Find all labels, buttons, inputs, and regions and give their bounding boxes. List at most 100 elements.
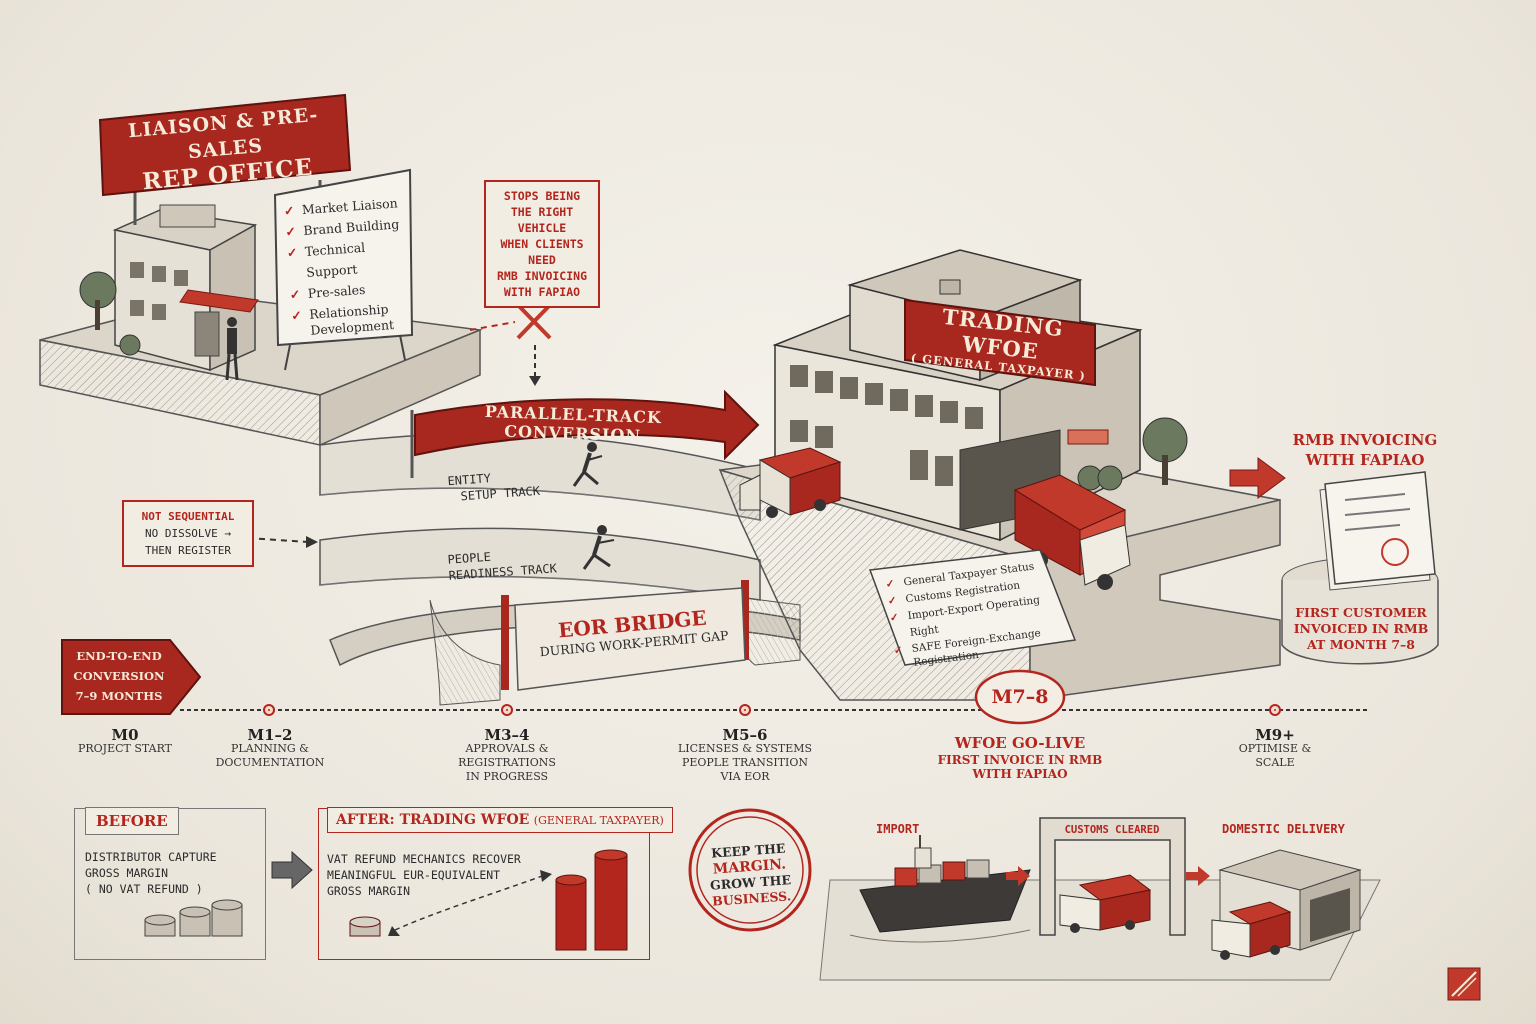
not-sequential-title: NOT SEQUENTIAL xyxy=(141,510,235,523)
stop-note-line: WITH FAPIAO xyxy=(503,285,581,299)
milestone-desc: DOCUMENTATION xyxy=(215,756,325,769)
milestone-desc: REGISTRATIONS xyxy=(458,756,556,769)
milestone-code: M9+ xyxy=(1255,726,1295,744)
not-sequential-arrowhead xyxy=(306,536,318,548)
before-line: ( NO VAT REFUND ) xyxy=(85,882,203,896)
stop-x-icon xyxy=(516,303,552,340)
milestone-code: M1–2 xyxy=(247,726,293,744)
milestone-desc: PLANNING & xyxy=(231,742,309,755)
after-curve-arrowhead-left xyxy=(388,926,400,936)
milestone-code: M5–6 xyxy=(722,726,768,744)
milestone-desc: APPROVALS & xyxy=(465,742,549,755)
milestone-desc: LICENSES & SYSTEMS xyxy=(677,742,813,755)
milestone-desc: PROJECT START xyxy=(77,742,173,755)
duration-tag-line: CONVERSION xyxy=(73,669,165,683)
stop-note-line: WHEN CLIENTS NEED xyxy=(500,237,584,267)
first-customer-line: FIRST CUSTOMER xyxy=(1295,605,1427,620)
invoice-document-icon xyxy=(1319,471,1436,591)
before-text: DISTRIBUTOR CAPTURE GROSS MARGIN ( NO VA… xyxy=(85,849,217,897)
after-line: VAT REFUND MECHANICS RECOVER xyxy=(327,852,521,866)
runner-figure-bottom xyxy=(582,525,615,570)
margin-stamp-ring xyxy=(688,808,812,932)
milestone-desc: IN PROGRESS xyxy=(465,770,549,783)
rmb-invoicing-title: RMB INVOICING WITH FAPIAO xyxy=(1290,430,1440,470)
cargo-ship-icon xyxy=(849,835,1031,943)
rmb-invoicing-line1: RMB INVOICING xyxy=(1292,431,1438,449)
customs-arrow xyxy=(1186,866,1210,886)
parallel-banner-arrow xyxy=(414,389,760,461)
duration-tag-shape xyxy=(61,639,202,715)
milestone-dot-m1-2 xyxy=(263,704,275,716)
rep-office-checklist: ✓Market Liaison ✓Brand Building ✓Technic… xyxy=(283,192,412,340)
before-title: BEFORE xyxy=(85,807,179,835)
person-standing-figure xyxy=(225,317,239,381)
after-coins xyxy=(349,849,628,951)
before-panel: BEFORE DISTRIBUTOR CAPTURE GROSS MARGIN … xyxy=(74,807,266,960)
import-label: IMPORT xyxy=(876,822,920,836)
rep-office-building xyxy=(112,204,259,372)
first-customer-line: AT MONTH 7–8 xyxy=(1307,637,1415,652)
delivery-truck-large xyxy=(1013,474,1131,590)
milestone-dot-m3-4 xyxy=(501,704,513,716)
customs-cleared-label: CUSTOMS CLEARED xyxy=(1064,824,1160,836)
first-customer-line: INVOICED IN RMB xyxy=(1293,621,1429,636)
duration-tag-line: 7–9 MONTHS xyxy=(75,689,163,703)
milestone-desc: VIA EOR xyxy=(720,770,770,783)
after-text: VAT REFUND MECHANICS RECOVER MEANINGFUL … xyxy=(327,851,521,899)
rmb-invoicing-line2: WITH FAPIAO xyxy=(1305,451,1425,469)
milestone-desc: WFOE GO-LIVE xyxy=(954,734,1086,752)
milestone-desc: OPTIMISE & xyxy=(1238,742,1312,755)
margin-stamp: KEEP THE MARGIN. GROW THE BUSINESS. xyxy=(698,840,802,911)
duration-tag: END-TO-END CONVERSION 7–9 MONTHS xyxy=(64,646,174,706)
milestone-m5-6: M5–6 LICENSES & SYSTEMS PEOPLE TRANSITIO… xyxy=(670,728,820,784)
domestic-truck xyxy=(1211,901,1292,960)
milestone-code: M0 xyxy=(111,726,139,744)
rep-office-whiteboard xyxy=(273,168,414,371)
not-sequential-arrow xyxy=(247,537,309,543)
stop-note-line: THE RIGHT VEHICLE xyxy=(510,205,574,235)
milestone-m7-8-bubble xyxy=(974,669,1066,725)
milestone-dot-m9 xyxy=(1269,704,1281,716)
milestone-code: M3–4 xyxy=(484,726,530,744)
rmb-arrow xyxy=(1229,457,1286,499)
rep-to-stop-connector xyxy=(469,321,516,331)
milestone-m1-2: M1–2 PLANNING & DOCUMENTATION xyxy=(205,728,335,770)
corner-logo-icon xyxy=(1447,967,1481,1001)
customs-gate xyxy=(1039,817,1186,936)
after-curve-arrowhead-right xyxy=(540,870,552,882)
milestone-m7-8-code: M7–8 xyxy=(991,686,1049,708)
milestone-desc: WITH FAPIAO xyxy=(972,767,1068,781)
customs-truck xyxy=(1059,874,1152,933)
after-dashed-curve xyxy=(394,874,546,931)
not-sequential-note: NOT SEQUENTIAL NO DISSOLVE → THEN REGIST… xyxy=(122,500,254,567)
delivery-truck-small xyxy=(739,447,842,518)
after-title-main: AFTER: TRADING WFOE xyxy=(336,812,530,828)
milestone-desc: SCALE xyxy=(1255,756,1295,769)
after-title: AFTER: TRADING WFOE (GENERAL TAXPAYER) xyxy=(327,807,673,833)
before-coins xyxy=(144,899,243,937)
rep-office-trees xyxy=(79,271,141,356)
stop-note-line: RMB INVOICING xyxy=(496,269,587,283)
after-line: MEANINGFUL EUR-EQUIVALENT xyxy=(327,868,501,882)
entity-track-label: ENTITY SETUP TRACK xyxy=(447,467,540,505)
milestone-desc: PEOPLE TRANSITION xyxy=(681,756,809,769)
runner-figure-top xyxy=(572,442,603,487)
wfoe-checklist: ✓General Taxpayer Status ✓Customs Regist… xyxy=(885,556,1065,672)
stop-note-line: STOPS BEING xyxy=(503,189,581,203)
milestone-m9: M9+ OPTIMISE & SCALE xyxy=(1225,728,1325,770)
after-title-suffix: (GENERAL TAXPAYER) xyxy=(533,814,664,827)
wfoe-trees xyxy=(1077,417,1188,491)
duration-tag-line: END-TO-END xyxy=(76,649,162,663)
rep-office-sign-frame xyxy=(98,93,352,225)
milestone-dot-m5-6 xyxy=(739,704,751,716)
milestone-m7-8: WFOE GO-LIVE FIRST INVOICE IN RMB WITH F… xyxy=(930,734,1110,781)
before-after-arrow xyxy=(271,850,313,890)
first-customer-label: FIRST CUSTOMER INVOICED IN RMB AT MONTH … xyxy=(1290,605,1432,653)
after-line: GROSS MARGIN xyxy=(327,884,411,898)
milestone-m3-4: M3–4 APPROVALS & REGISTRATIONS IN PROGRE… xyxy=(442,728,572,784)
after-panel: AFTER: TRADING WFOE (GENERAL TAXPAYER) V… xyxy=(318,807,673,960)
wfoe-checklist-paper xyxy=(868,549,1077,666)
domestic-delivery-label: DOMESTIC DELIVERY xyxy=(1222,822,1345,836)
